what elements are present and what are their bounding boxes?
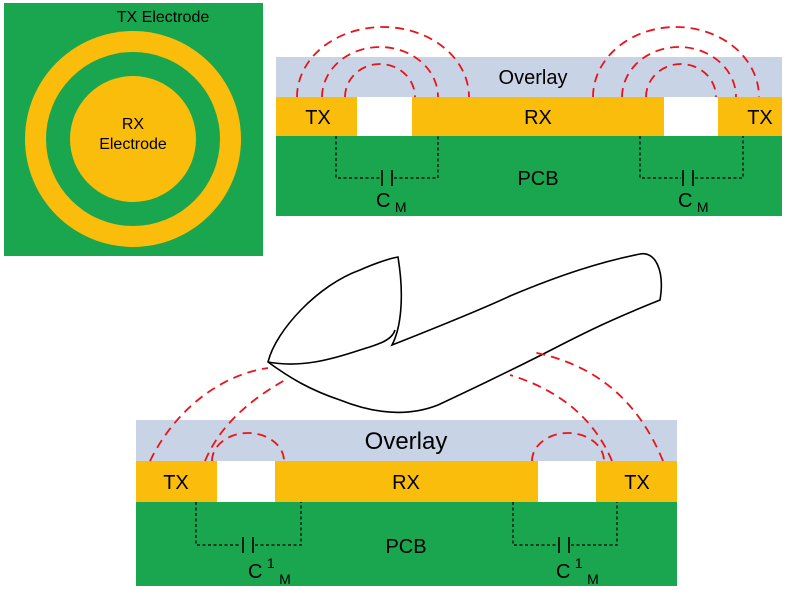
bottom-field-line-4 bbox=[531, 351, 664, 462]
top-pcb bbox=[276, 136, 782, 216]
top-cap-right-wire bbox=[639, 136, 744, 179]
top-rx-label: RX bbox=[524, 107, 552, 129]
capacitor-icon bbox=[558, 537, 570, 553]
bottom-cap-right-label: C 1 M bbox=[556, 555, 599, 587]
rx-electrode-label-line1: RX bbox=[122, 116, 145, 133]
top-cap-left-wire bbox=[335, 136, 439, 179]
capacitor-icon bbox=[682, 170, 694, 186]
top-overlay-label: Overlay bbox=[499, 67, 568, 89]
top-field-line-4 bbox=[592, 26, 760, 98]
fingernail-line bbox=[267, 329, 396, 365]
top-field-line-3 bbox=[344, 63, 416, 98]
bottom-rx-label: RX bbox=[392, 472, 420, 494]
bottom-cap-left-label: C 1 M bbox=[248, 555, 291, 587]
tx-electrode-label: TX Electrode bbox=[117, 9, 210, 26]
top-cross-section: Overlay TX RX TX PCB C M C M bbox=[276, 26, 782, 216]
bottom-overlay bbox=[136, 420, 677, 461]
bottom-cap-right-wire bbox=[512, 502, 618, 546]
bottom-field-line-5 bbox=[509, 374, 613, 462]
top-field-line-2 bbox=[321, 46, 439, 98]
top-tx-right-label: TX bbox=[747, 107, 773, 129]
top-field-line-6 bbox=[645, 63, 717, 98]
top-gap-right bbox=[664, 97, 718, 136]
capacitor-icon bbox=[381, 170, 393, 186]
bottom-cap-left-wire bbox=[195, 502, 302, 546]
bottom-gap-right bbox=[538, 461, 596, 502]
top-field-line-1 bbox=[296, 26, 470, 98]
top-gap-left bbox=[357, 97, 412, 136]
top-tx-left-label: TX bbox=[305, 107, 331, 129]
bottom-field-line-1 bbox=[149, 367, 269, 462]
bottom-tx-right-label: TX bbox=[624, 472, 650, 494]
bottom-pcb-label: PCB bbox=[385, 536, 426, 558]
bottom-tx-left-label: TX bbox=[163, 472, 189, 494]
bottom-pcb bbox=[136, 502, 677, 586]
top-cap-left-label: C M bbox=[376, 190, 407, 215]
top-cap-right-label: C M bbox=[678, 190, 709, 215]
top-field-line-5 bbox=[621, 46, 737, 98]
rx-electrode-label-line2: Electrode bbox=[99, 136, 167, 153]
bottom-field-line-6 bbox=[531, 432, 605, 462]
capacitor-icon bbox=[242, 537, 254, 553]
bottom-field-line-3 bbox=[211, 432, 285, 462]
finger-icon bbox=[267, 253, 663, 414]
top-pcb-label: PCB bbox=[517, 168, 558, 190]
bottom-cross-section: Overlay TX RX TX PCB C 1 M C 1 M bbox=[136, 351, 677, 587]
ring-electrode-view: TX Electrode RX Electrode bbox=[4, 3, 263, 256]
bottom-overlay-label: Overlay bbox=[365, 428, 448, 455]
finger-outline bbox=[267, 253, 663, 414]
top-overlay bbox=[276, 57, 782, 97]
rx-disc bbox=[70, 76, 196, 202]
bottom-gap-left bbox=[217, 461, 275, 502]
